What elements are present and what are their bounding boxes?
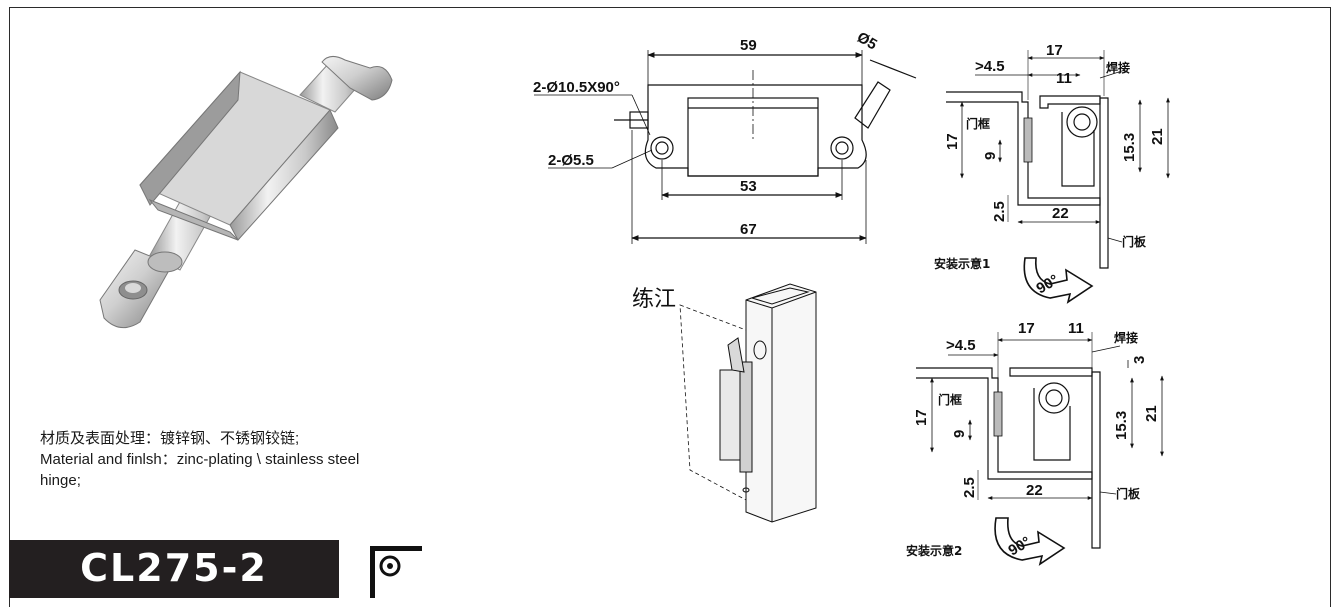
install-diagram-2 [916,332,1164,549]
rotation-arrow-icon: 90° [1023,257,1094,304]
install1-frame: 门框 [966,116,990,131]
material-line-en-1: Material and finlsh：zinc-plating \ stain… [40,451,360,468]
install2-height-15-3: 15.3 [1113,411,1130,440]
install-diagram-1 [946,50,1170,269]
install2-width-17: 17 [1018,320,1035,337]
dim-overall-length: 67 [740,221,757,238]
material-line-cn: 材质及表面处理：镀锌钢、不锈钢铰链; [40,430,300,447]
install2-offset-3: 3 [1131,356,1148,364]
install1-gap: >4.5 [975,58,1005,75]
hinge-product-image [99,56,393,329]
install1-height-15-3: 15.3 [1121,133,1138,162]
dim-pin-diameter: Ø5 [854,29,880,54]
install1-caption: 安装示意1 [934,256,990,271]
install2-door: 门板 [1116,486,1141,501]
install2-frame: 门框 [938,392,962,407]
install2-weld: 焊接 [1114,330,1138,345]
dim-hole-pitch: 53 [740,178,757,195]
material-description: 材质及表面处理：镀锌钢、不锈钢铰链; Material and finlsh：z… [40,428,440,491]
install1-width-22: 22 [1052,205,1069,222]
hinge-logo-icon [370,546,422,598]
install2-height-21: 21 [1143,405,1160,422]
install2-height-17: 17 [913,409,930,426]
dim-overall-width: 59 [740,37,757,54]
install1-height-21: 21 [1149,128,1166,145]
install1-height-17: 17 [944,133,961,150]
install2-height-9: 9 [951,430,968,438]
install2-caption: 安装示意2 [906,543,962,558]
install1-door: 门板 [1122,234,1147,249]
rotation-arrow-icon: 90° [994,517,1066,566]
install2-width-22: 22 [1026,482,1043,499]
install1-width-11: 11 [1056,70,1072,87]
model-banner: CL275-2 [9,540,339,598]
dim-countersink: 2-Ø10.5X90° [533,79,620,96]
sheet-frame [9,7,1331,607]
dim-hole: 2-Ø5.5 [548,152,594,169]
install-1-labels: >4.5 17 11 焊接 门框 17 9 15.3 21 2.5 22 门板 … [934,42,1166,271]
install2-gap: >4.5 [946,337,976,354]
install2-width-11: 11 [1068,320,1084,337]
isometric-install-sketch [679,283,817,523]
install1-width-17: 17 [1046,42,1063,59]
install1-height-9: 9 [982,152,999,160]
material-line-en-2: hinge; [40,472,81,489]
install-2-labels: >4.5 17 11 焊接 3 门框 17 9 15.3 21 2.5 22 门… [906,320,1160,558]
model-code: CL275-2 [80,546,268,590]
front-view-drawing [534,50,917,244]
install1-weld: 焊接 [1106,60,1130,75]
watermark-text: 练江 [632,286,676,311]
install1-offset-2-5: 2.5 [991,201,1008,222]
install2-offset-2-5: 2.5 [961,477,978,498]
